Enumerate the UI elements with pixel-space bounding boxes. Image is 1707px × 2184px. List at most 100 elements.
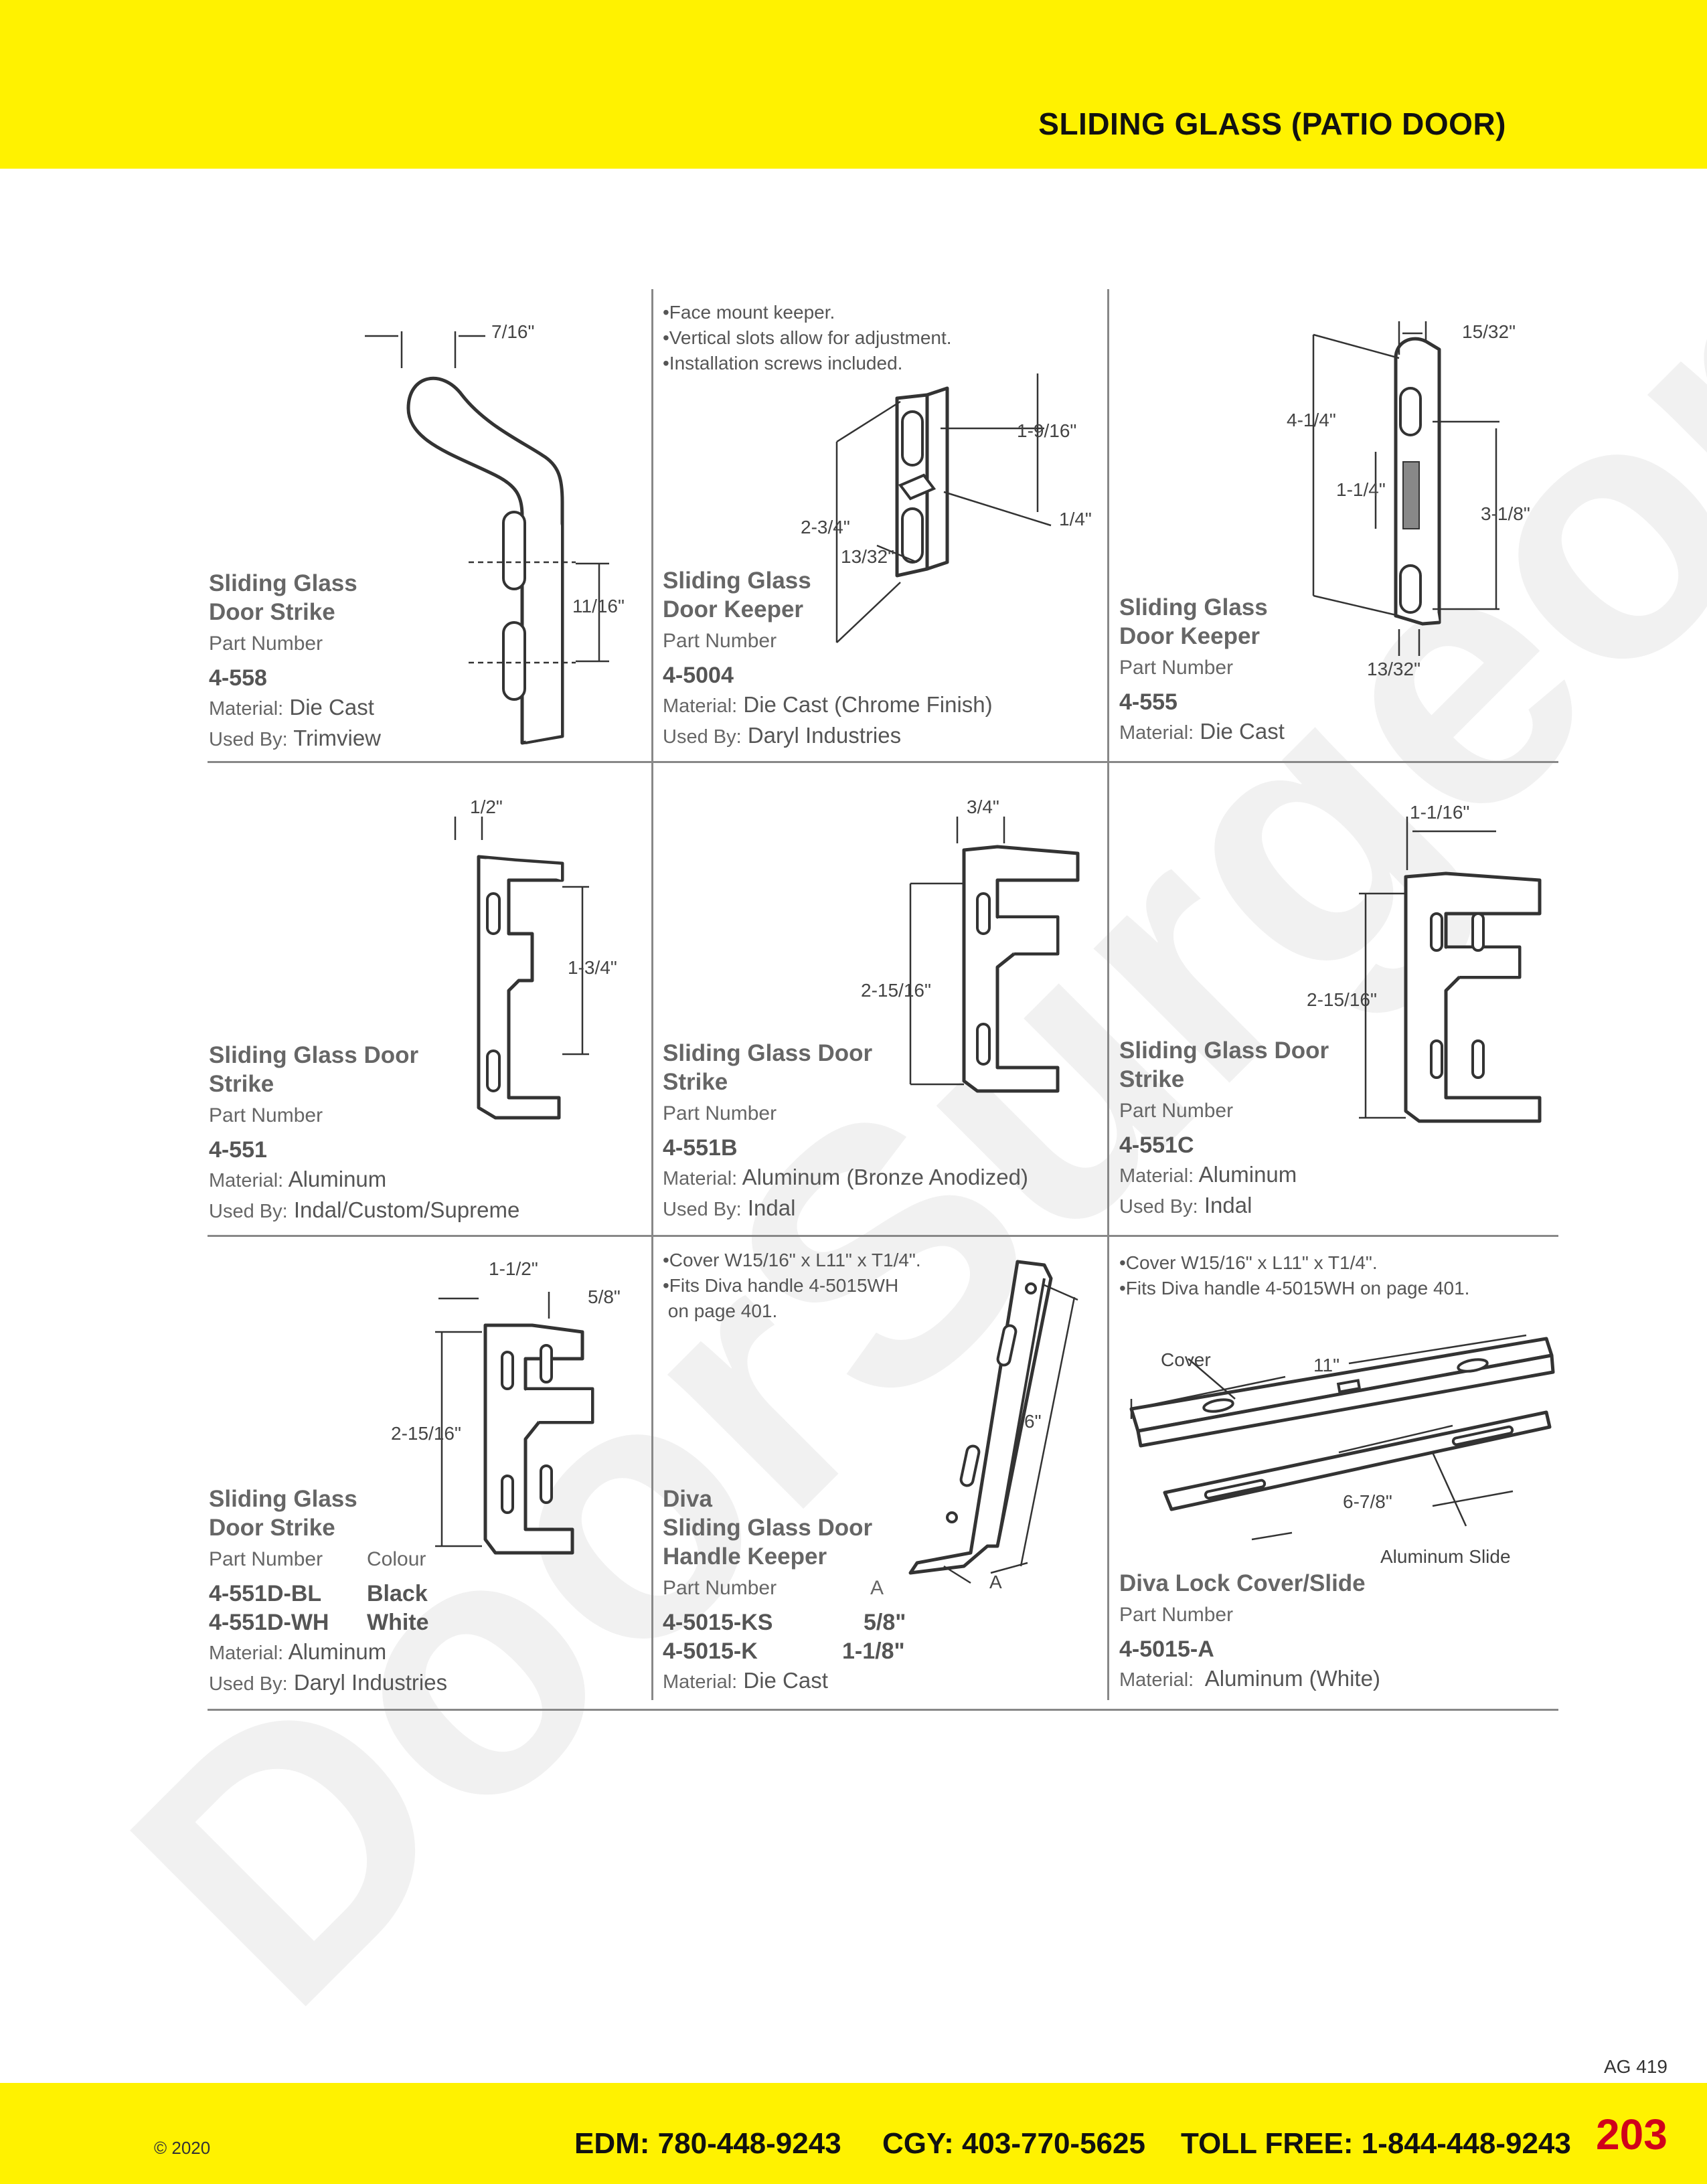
dim-label: 15/32": [1462, 321, 1516, 342]
product-title: Sliding Glass Door: [209, 1042, 419, 1068]
material-value: Die Cast: [289, 695, 374, 720]
material-label: Material:: [1119, 1669, 1194, 1691]
header-bar: SLIDING GLASS (PATIO DOOR): [0, 0, 1707, 169]
dim-label: 1/2": [470, 796, 503, 817]
dim-label: 13/32": [1367, 659, 1421, 679]
material-label: Material:: [663, 1168, 738, 1189]
used-by-value: Daryl Industries: [747, 723, 902, 748]
cgy-phone: CGY: 403-770-5625: [882, 2127, 1145, 2160]
material-label: Material:: [1119, 722, 1194, 744]
used-by-value: Indal: [747, 1195, 796, 1220]
product-title: Sliding Glass: [209, 570, 357, 596]
lock-cover-slide-4-5015-A-drawing: [1129, 1334, 1555, 1541]
product-title: Door Strike: [209, 599, 335, 625]
divider-v2: [1107, 289, 1109, 1700]
strike-4-551D-drawing: [435, 1292, 594, 1555]
material-value: Aluminum (Bronze Anodized): [742, 1165, 1028, 1189]
a-value: 5/8": [864, 1610, 906, 1635]
product-4-551B: Sliding Glass Door Strike Part Number 4-…: [663, 1039, 1028, 1224]
dim-label: 1-1/2": [489, 1258, 538, 1279]
divider-h1: [208, 761, 1558, 763]
variant-row: 4-551D-WH White: [209, 1608, 447, 1637]
product-4-551D: Sliding Glass Door Strike Part Number Co…: [209, 1485, 447, 1699]
part-number: 4-5015-KS: [663, 1610, 773, 1635]
product-title: Strike: [209, 1071, 274, 1097]
product-title: Sliding Glass Door: [663, 1040, 873, 1066]
note: •Fits Diva handle 4-5015WH: [663, 1275, 899, 1296]
dim-label: 2-15/16": [1307, 989, 1377, 1010]
material-value: Die Cast (Chrome Finish): [743, 692, 993, 717]
product-4-558: Sliding Glass Door Strike Part Number 4-…: [209, 569, 381, 754]
colour-value: White: [367, 1610, 429, 1635]
used-by-row: Used By: Indal/Custom/Supreme: [209, 1195, 519, 1226]
dim-label: 4-1/4": [1287, 410, 1336, 430]
material-row: Material: Die Cast: [663, 1666, 906, 1697]
part-number: 4-5004: [663, 663, 734, 688]
part-a-header: Part Number A: [663, 1575, 906, 1602]
copyright: © 2020: [154, 2138, 211, 2158]
material-value: Aluminum: [288, 1639, 387, 1664]
used-by-label: Used By:: [209, 1673, 288, 1695]
used-by-label: Used By:: [209, 1201, 288, 1222]
dim-label: 1-1/16": [1410, 802, 1470, 823]
variant-row: 4-5015-KS 5/8": [663, 1608, 906, 1637]
product-title: Diva Lock Cover/Slide: [1119, 1570, 1366, 1596]
product-title: Diva: [663, 1486, 712, 1512]
product-title: Door Keeper: [1119, 623, 1261, 649]
part-number-label: Part Number: [663, 630, 777, 652]
used-by-label: Used By:: [663, 1199, 742, 1220]
part-number: 4-551D-BL: [209, 1581, 322, 1606]
product-4-555: Sliding Glass Door Keeper Part Number 4-…: [1119, 593, 1285, 748]
keeper-4-555-drawing: [1312, 321, 1499, 656]
dim-label: 1-1/4": [1336, 479, 1386, 500]
used-by-row: Used By: Daryl Industries: [663, 721, 993, 752]
material-value: Aluminum (White): [1200, 1666, 1380, 1691]
used-by-label: Used By:: [209, 729, 288, 750]
product-4-5015-A: Diva Lock Cover/Slide Part Number 4-5015…: [1119, 1569, 1380, 1695]
note: •Face mount keeper.: [663, 302, 835, 323]
a-label: A: [870, 1577, 884, 1599]
material-row: Material: Die Cast (Chrome Finish): [663, 690, 993, 721]
part-colour-header: Part Number Colour: [209, 1546, 447, 1573]
product-title: Sliding Glass Door: [663, 1515, 873, 1541]
strike-4-551C-drawing: [1359, 817, 1542, 1123]
part-number-label: Part Number: [209, 1548, 323, 1570]
strike-4-551B-drawing: [909, 817, 1080, 1093]
material-label: Material:: [1119, 1165, 1194, 1187]
used-by-row: Used By: Indal: [1119, 1191, 1329, 1222]
dim-label: 13/32": [841, 546, 895, 567]
material-label: Material:: [209, 1170, 284, 1191]
page-number: 203: [1596, 2110, 1668, 2159]
part-number: 4-551C: [1119, 1132, 1194, 1158]
part-number: 4-5015-K: [663, 1639, 758, 1664]
used-by-value: Indal: [1204, 1193, 1252, 1217]
part-number-label: Part Number: [1119, 1604, 1234, 1626]
strike-4-551-drawing: [454, 817, 589, 1120]
dim-label: A: [989, 1572, 1002, 1592]
product-4-551C: Sliding Glass Door Strike Part Number 4-…: [1119, 1036, 1329, 1222]
dim-label: 3/4": [967, 796, 999, 817]
material-row: Material: Die Cast: [209, 693, 381, 724]
used-by-label: Used By:: [1119, 1196, 1198, 1217]
colour-label: Colour: [367, 1548, 426, 1570]
product-title: Sliding Glass Door: [1119, 1037, 1329, 1064]
product-4-5004: Sliding Glass Door Keeper Part Number 4-…: [663, 566, 993, 752]
dim-label: 5/8": [588, 1286, 621, 1307]
part-number: 4-551: [209, 1137, 267, 1163]
note: •Cover W15/16" x L11" x T1/4".: [663, 1250, 921, 1270]
product-notes: •Face mount keeper. •Vertical slots allo…: [663, 300, 952, 376]
material-row: Material: Aluminum (White): [1119, 1664, 1380, 1695]
used-by-label: Used By:: [663, 726, 742, 748]
divider-h2: [208, 1235, 1558, 1237]
material-label: Material:: [663, 1671, 738, 1693]
keeper-4-5004-drawing: [835, 373, 1052, 643]
part-number: 4-558: [209, 665, 267, 691]
dim-label: 11": [1313, 1355, 1340, 1375]
dim-label: 6-7/8": [1343, 1491, 1392, 1512]
product-title: Sliding Glass: [663, 568, 811, 594]
dim-label: 2-15/16": [391, 1423, 461, 1444]
divider-v1: [651, 289, 653, 1700]
part-number-label: Part Number: [209, 633, 323, 655]
dim-label: Cover: [1161, 1349, 1211, 1370]
part-number-label: Part Number: [663, 1577, 777, 1599]
